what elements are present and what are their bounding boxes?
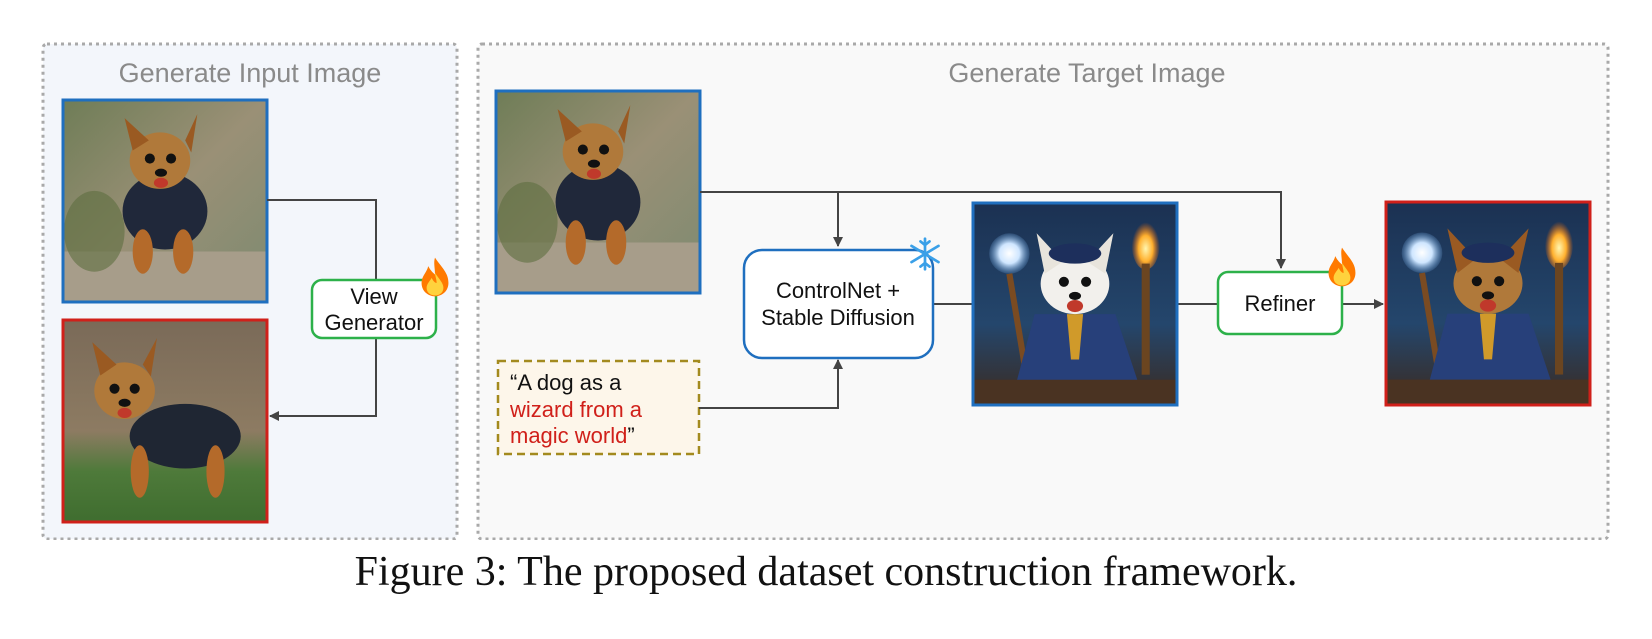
prompt-line-2: wizard from a bbox=[509, 397, 643, 422]
target-source-image bbox=[494, 89, 702, 295]
refiner-label: Refiner bbox=[1245, 291, 1316, 316]
prompt-line-1: “A dog as a bbox=[510, 370, 622, 395]
prompt-line-3: magic world” bbox=[510, 423, 635, 448]
refiner-node: Refiner bbox=[1216, 270, 1344, 336]
text-prompt-box: “A dog as a wizard from a magic world” bbox=[496, 359, 701, 456]
dataset-construction-diagram: Generate Input Image Generate Target Ima… bbox=[41, 42, 1610, 540]
view-generator-label-line1: View bbox=[350, 284, 397, 309]
prompt-line-3-highlight: magic world bbox=[510, 423, 627, 448]
target-output-image bbox=[1384, 200, 1592, 407]
input-source-image bbox=[61, 98, 269, 304]
target-panel-title: Generate Target Image bbox=[948, 58, 1225, 88]
view-generator-node: View Generator bbox=[310, 278, 438, 340]
connector-source-to-view-generator bbox=[267, 199, 377, 280]
arrow-source-to-refiner bbox=[700, 191, 1286, 269]
controlnet-label-line2: Stable Diffusion bbox=[761, 305, 915, 330]
prompt-line-3-tail: ” bbox=[627, 423, 634, 448]
intermediate-image bbox=[971, 201, 1179, 407]
controlnet-label-line1: ControlNet + bbox=[776, 278, 900, 303]
input-generated-image bbox=[61, 318, 269, 524]
input-panel-title: Generate Input Image bbox=[119, 58, 382, 88]
figure-caption: Figure 3: The proposed dataset construct… bbox=[354, 549, 1298, 595]
arrow-view-generator-to-output bbox=[269, 338, 377, 421]
arrow-prompt-to-controlnet bbox=[699, 359, 843, 409]
controlnet-stable-diffusion-node: ControlNet + Stable Diffusion bbox=[742, 248, 935, 360]
view-generator-label-line2: Generator bbox=[324, 310, 423, 335]
